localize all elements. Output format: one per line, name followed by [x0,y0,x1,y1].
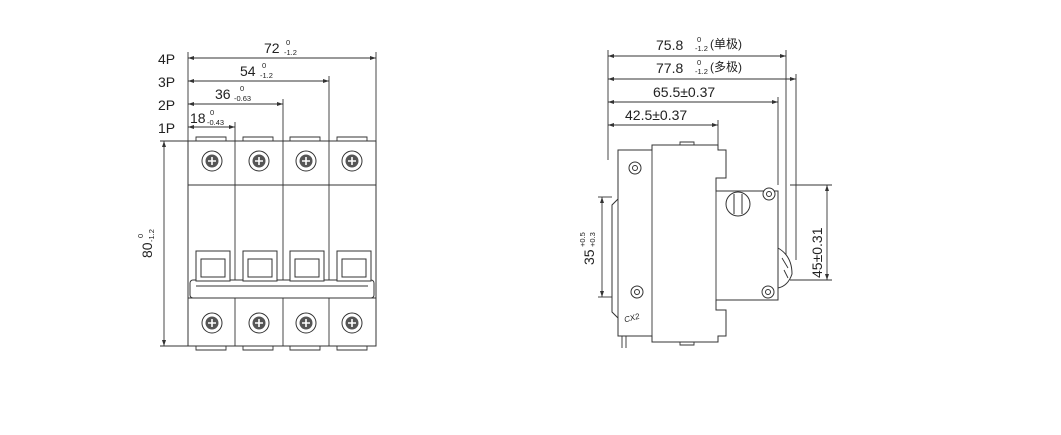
depth-single-tol-upper: 0 [697,35,701,44]
height-dimension: 80 0 -1.2 [136,140,190,347]
width-4p-tol-upper: 0 [286,38,290,47]
pole-label-1p: 1P [158,120,175,136]
terminal-screw-icon [341,312,363,334]
height-tol-upper: 0 [136,234,145,238]
width-dimension-lines [187,52,377,144]
height-45-dimension: 45±0.31 [790,184,832,281]
width-4p-tol-lower: -1.2 [284,48,297,57]
width-1p-value: 18 [190,110,206,126]
depth-single-value: 75.8 [656,37,683,53]
width-3p-value: 54 [240,63,256,79]
terminal-screw-icon [201,312,223,334]
depth-single-note: (单极) [710,37,742,51]
depth-multi-value: 77.8 [656,60,683,76]
front-breaker-body [187,136,377,351]
width-2p-tol-upper: 0 [240,84,244,93]
rail-dimension: 35 +0.5 +0.3 [578,196,612,298]
rivet-icon [761,285,775,299]
depth-single-tol-lower: -1.2 [695,44,708,53]
rivet-icon [630,285,644,299]
rivet-icon [628,161,642,175]
rail-tol-upper: +0.5 [578,232,587,247]
rivet-icon [762,187,776,201]
terminal-screw-icon [295,150,317,172]
height-45-value: 45±0.31 [809,227,825,278]
height-tol-lower: -1.2 [147,229,156,242]
width-3p-tol-lower: -1.2 [260,71,273,80]
pole-label-3p: 3P [158,74,175,90]
width-4p-value: 72 [264,40,280,56]
depth-multi-note: (多极) [710,60,742,74]
rail-value: 35 [581,249,597,265]
width-1p-tol-upper: 0 [210,108,214,117]
front-view: 4P 3P 2P 1P 72 0 -1.2 54 0 -1.2 36 0 -0.… [136,38,377,351]
depth-multi-tol-upper: 0 [697,58,701,67]
width-3p-tol-upper: 0 [262,61,266,70]
rail-tol-lower: +0.3 [588,232,597,247]
width-2p-value: 36 [215,86,231,102]
width-2p-tol-lower: -0.63 [234,94,251,103]
terminal-screw-icon [295,312,317,334]
height-value: 80 [139,242,155,258]
terminal-screw-icon [201,150,223,172]
pole-label-2p: 2P [158,97,175,113]
screw-icon [725,191,751,217]
depth-short-value: 42.5±0.37 [625,107,687,123]
terminal-screw-icon [248,312,270,334]
depth-dimension-lines [607,50,797,260]
marking-cx2: CX2 [623,312,641,325]
terminal-screw-icon [341,150,363,172]
width-1p-tol-lower: -0.43 [207,118,224,127]
side-view: 75.8 0 -1.2 (单极) 77.8 0 -1.2 (多极) 65.5±0… [578,35,832,348]
depth-mid-value: 65.5±0.37 [653,84,715,100]
depth-multi-tol-lower: -1.2 [695,67,708,76]
pole-label-4p: 4P [158,51,175,67]
terminal-screw-icon [248,150,270,172]
